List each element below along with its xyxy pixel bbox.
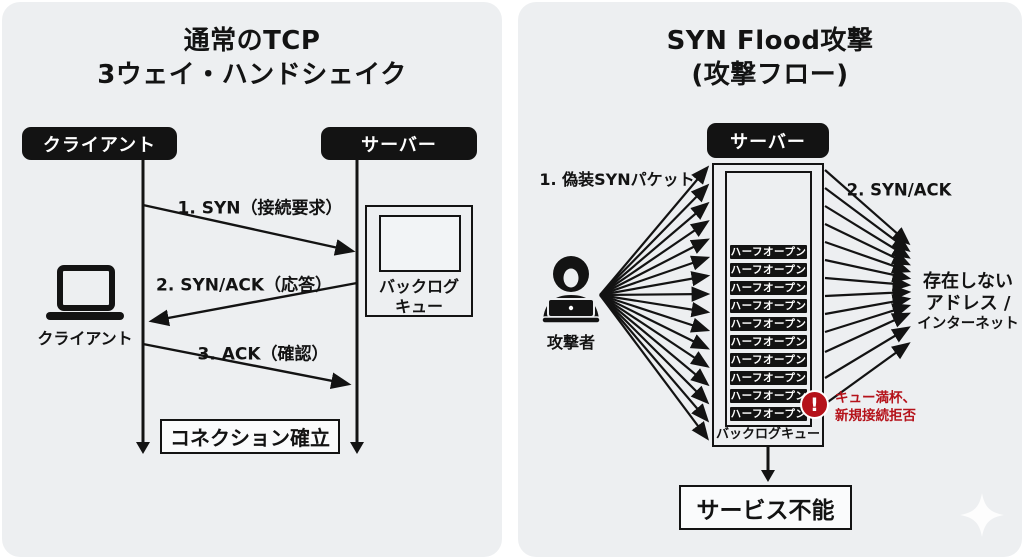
backlog-queue-box: バックログ キュー xyxy=(365,205,473,317)
client-caption: クライアント xyxy=(37,329,133,348)
server-header-box: サーバー xyxy=(321,127,477,160)
spoofed-syn-label: 1. 偽装SYNパケット xyxy=(539,170,695,189)
nonexistent-address-label: 存在しない アドレス / インターネット xyxy=(916,271,1020,334)
backlog-queue-label: バックログ キュー xyxy=(367,277,471,317)
warning-exclamation: ! xyxy=(810,393,819,416)
attack-queue-caption: バックログキュー xyxy=(715,427,820,442)
step2-synack-label: 2. SYN/ACK（応答） xyxy=(155,275,333,296)
warning-line2: 新規接続拒否 xyxy=(835,408,916,424)
server-lifeline xyxy=(350,159,364,454)
denial-of-service-label: サービス不能 xyxy=(696,497,835,524)
warning-line1: キュー満杯、 xyxy=(835,390,916,406)
panel-syn-flood: SYN Flood攻撃 (攻撃フロー) xyxy=(518,2,1022,557)
step3-ack-label: 3. ACK（確認） xyxy=(197,344,329,365)
connection-established-box: コネクション確立 xyxy=(160,419,340,454)
panel-tcp-handshake: 通常のTCP 3ウェイ・ハンドシェイク xyxy=(2,2,502,557)
half-open-slot: ハーフオープン xyxy=(730,353,807,367)
half-open-slot: ハーフオープン xyxy=(730,299,807,313)
step1-syn-label: 1. SYN（接続要求） xyxy=(177,198,343,219)
syn-flood-arrows xyxy=(599,165,711,441)
backlog-queue-empty-slot xyxy=(379,215,461,272)
half-open-slot: ハーフオープン xyxy=(730,245,807,259)
half-open-slot: ハーフオープン xyxy=(730,371,807,385)
right-panel-title: SYN Flood攻撃 (攻撃フロー) xyxy=(518,24,1022,92)
server-lifeline-arrowhead xyxy=(350,442,364,454)
half-open-slot: ハーフオープン xyxy=(730,317,807,331)
warning-icon: ! xyxy=(800,390,829,419)
queue-to-result-arrow xyxy=(761,446,775,482)
half-open-slot: ハーフオープン xyxy=(730,407,807,421)
attacker-icon xyxy=(541,256,601,324)
attack-server-header-box: サーバー xyxy=(707,123,829,158)
attack-queue-slots: ハーフオープン ハーフオープン ハーフオープン ハーフオープン ハーフオープン … xyxy=(725,171,812,427)
dest-line3: インターネット xyxy=(917,316,1019,332)
client-lifeline xyxy=(136,159,150,454)
right-title-line2: (攻撃フロー) xyxy=(691,60,849,90)
sparkle-icon xyxy=(960,493,1004,537)
queue-full-warning: キュー満杯、 新規接続拒否 xyxy=(835,389,916,425)
attack-backlog-queue-box: ハーフオープン ハーフオープン ハーフオープン ハーフオープン ハーフオープン … xyxy=(712,163,824,447)
dest-line2: アドレス / xyxy=(925,293,1011,314)
synack-label: 2. SYN/ACK xyxy=(846,180,952,200)
attacker-caption: 攻撃者 xyxy=(546,333,596,352)
half-open-slot: ハーフオープン xyxy=(730,281,807,295)
left-panel-title: 通常のTCP 3ウェイ・ハンドシェイク xyxy=(2,24,502,92)
synack-reply-arrows xyxy=(824,169,912,405)
left-title-line1: 通常のTCP xyxy=(183,26,321,56)
dest-line1: 存在しない xyxy=(923,271,1013,292)
attack-server-header-label: サーバー xyxy=(730,131,806,153)
laptop-icon xyxy=(46,265,124,320)
left-title-line2: 3ウェイ・ハンドシェイク xyxy=(97,60,407,90)
client-header-box: クライアント xyxy=(22,127,177,160)
connection-established-label: コネクション確立 xyxy=(170,426,330,450)
server-header-label: サーバー xyxy=(361,134,437,156)
backlog-label-line1: バックログ xyxy=(378,277,459,296)
backlog-label-line2: キュー xyxy=(394,297,443,316)
right-title-line1: SYN Flood攻撃 xyxy=(666,26,874,56)
half-open-slot: ハーフオープン xyxy=(730,335,807,349)
half-open-slot: ハーフオープン xyxy=(730,389,807,403)
half-open-slot: ハーフオープン xyxy=(730,263,807,277)
client-lifeline-arrowhead xyxy=(136,442,150,454)
client-header-label: クライアント xyxy=(42,134,157,156)
denial-of-service-box: サービス不能 xyxy=(679,485,852,530)
